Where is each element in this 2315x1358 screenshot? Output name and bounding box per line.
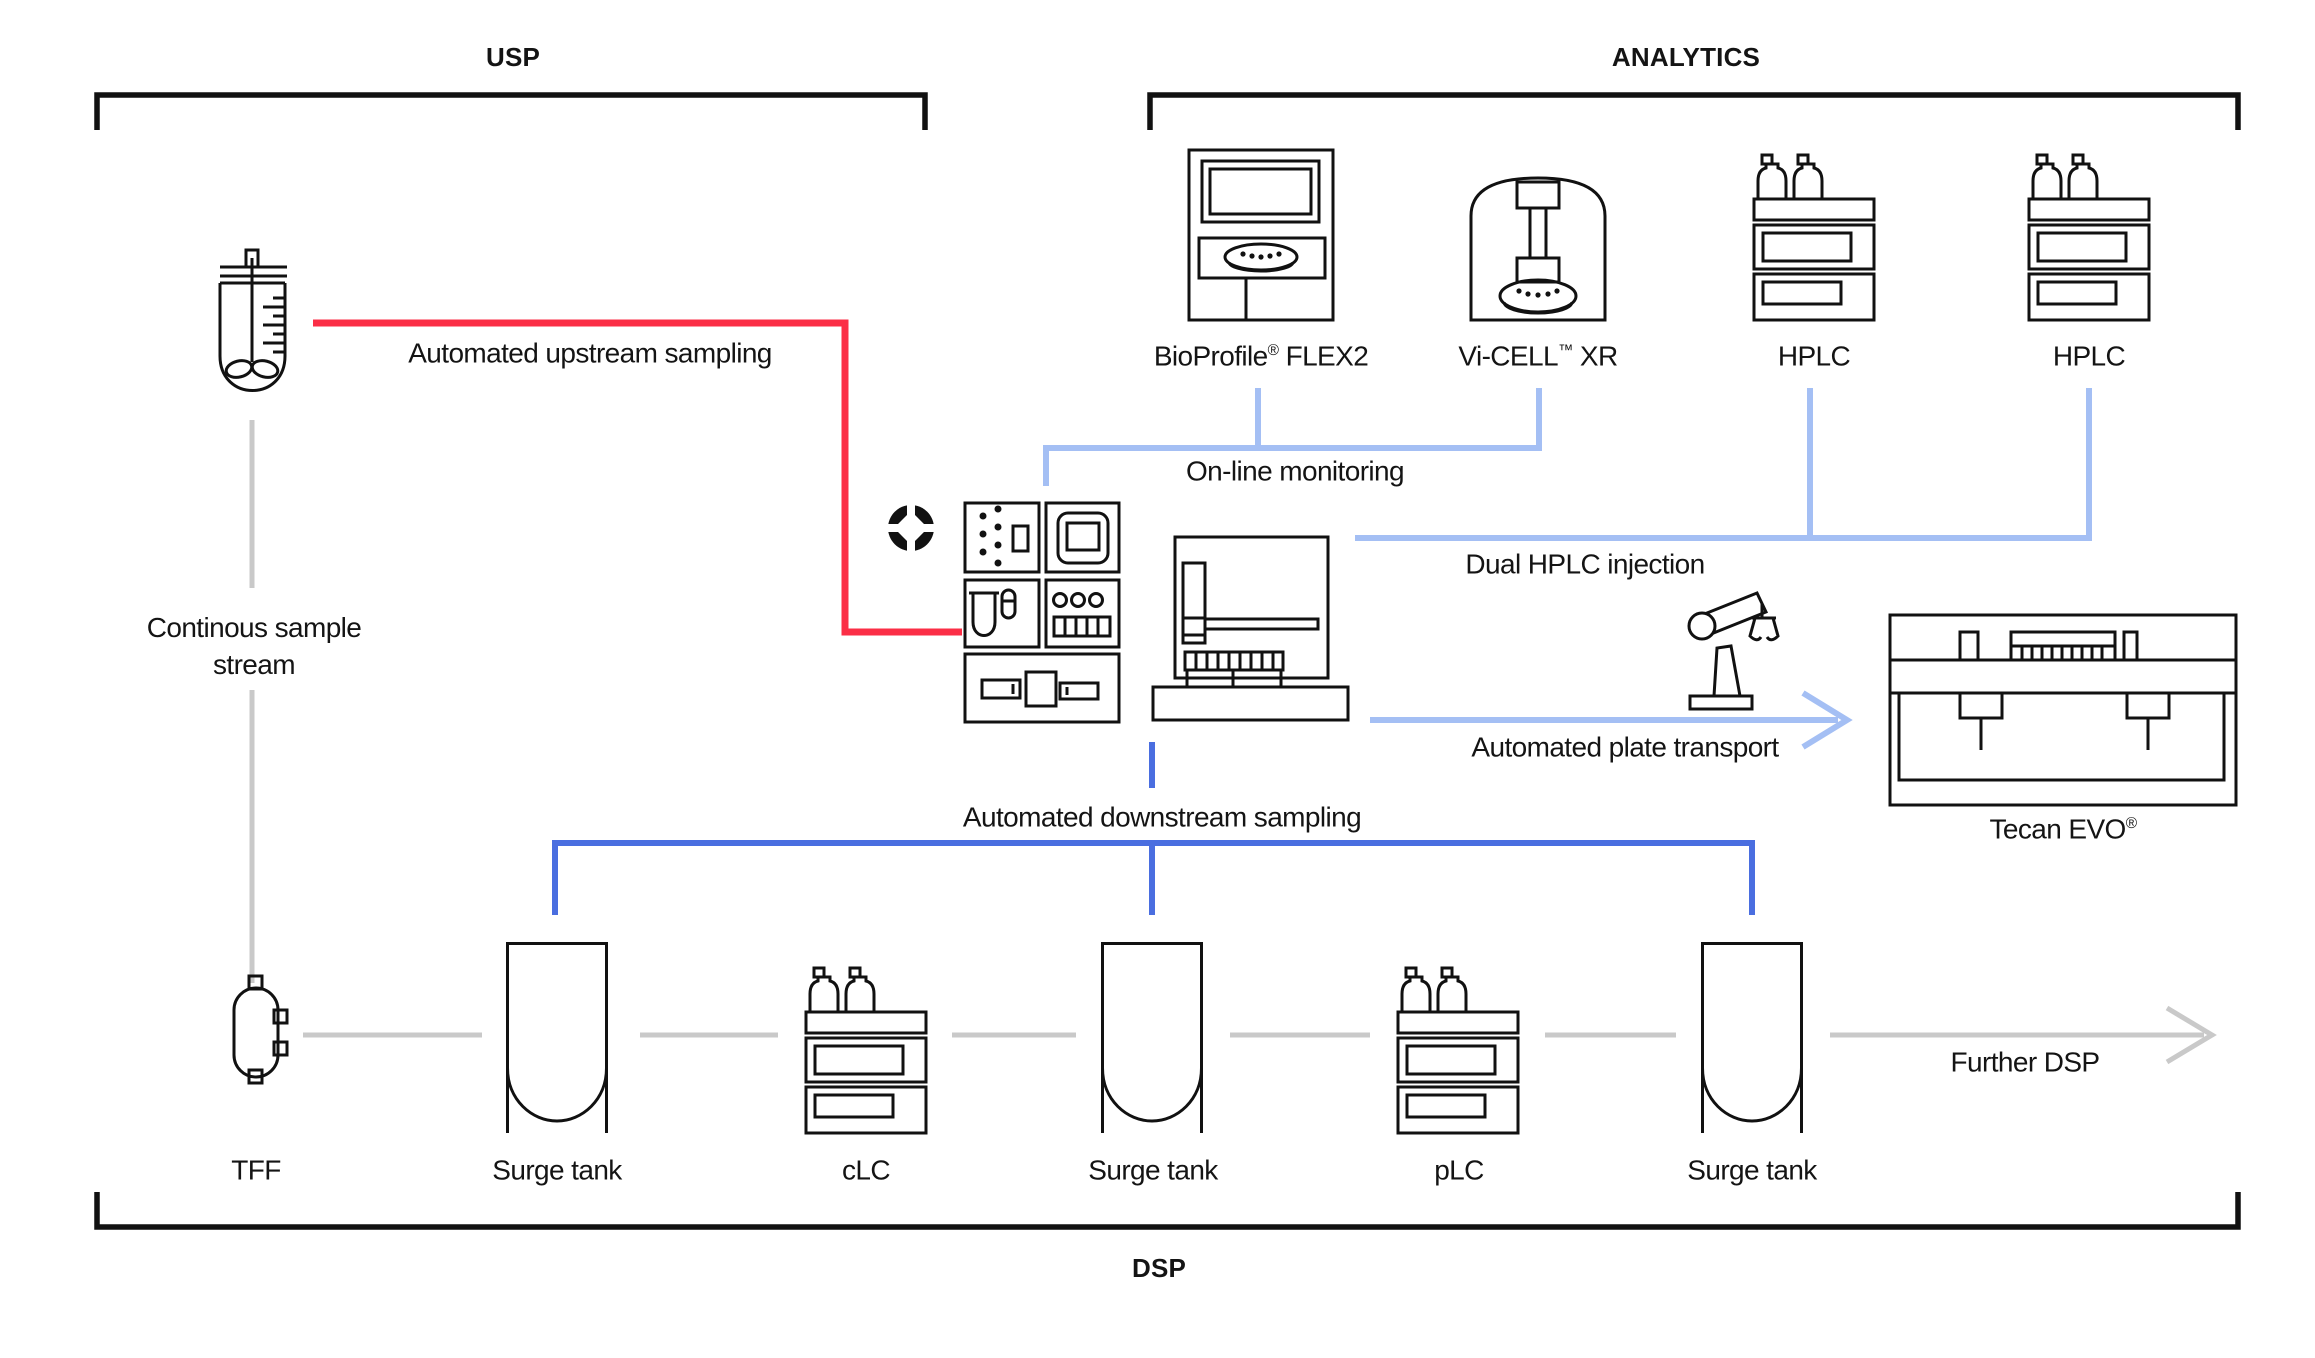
bioreactor-icon [218,248,287,392]
surge-tank-3-label: Surge tank [1687,1154,1817,1186]
robot-arm-icon [1687,591,1780,711]
analytics-section-label: ANALYTICS [1611,41,1761,72]
tecan-evo-icon [1888,613,2238,807]
dsp-bracket [94,1192,2241,1230]
tff-label: TFF [231,1154,281,1186]
continuous-sample-stream-line1: Continous sample [146,612,362,644]
upstream-sampling-label: Automated upstream sampling [408,337,772,369]
surge-tank-icon [1099,940,1205,1135]
vicell-tm-mark: ™ [1557,342,1573,360]
bioprofile-reg-mark: ® [1267,342,1279,360]
tecan-reg-mark: ® [2125,815,2137,833]
sampler-logo-icon [883,500,939,556]
tecan-evo-label: Tecan EVO® [1989,812,2138,849]
dsp-section-label: DSP [1131,1252,1187,1283]
continuous-sample-stream-line2: stream [213,649,296,680]
hplc1-label: HPLC [1777,340,1851,372]
plc-label: pLC [1434,1154,1484,1186]
tff-icon [232,974,289,1085]
surge-tank-2-label: Surge tank [1088,1154,1218,1186]
continuous-sample-stream-label: Continous sample stream [147,610,362,684]
hplc-icon [1752,153,1876,322]
plc-icon [1396,966,1520,1135]
usp-bracket [94,92,928,130]
online-monitoring-label: On-line monitoring [1186,455,1405,487]
clc-label: cLC [842,1154,891,1186]
surge-tank-icon [504,940,610,1135]
tecan-label-text: Tecan EVO [1989,813,2127,845]
bioprofile-label: BioProfile® FLEX2 [1153,339,1369,376]
upstream-sampling-line [313,319,962,636]
further-dsp-label: Further DSP [1950,1046,2101,1078]
downstream-sampling-label: Automated downstream sampling [962,801,1362,833]
plate-transport-arrow [1370,690,1853,750]
dual-hplc-injection-label: Dual HPLC injection [1465,548,1705,580]
surge-tank-1-label: Surge tank [492,1154,622,1186]
bioprofile-label-text: BioProfile [1153,340,1268,372]
usp-section-label: USP [485,41,541,72]
plate-transport-label: Automated plate transport [1471,731,1779,763]
bioprofile-label-suffix: FLEX2 [1278,340,1369,372]
online-monitoring-line [1043,388,1542,486]
hplc-icon [2027,153,2151,322]
analytics-bracket [1147,92,2241,130]
clc-icon [804,966,928,1135]
vicell-xr-icon [1469,176,1607,322]
sampling-module-icon [963,501,1121,724]
bioprofile-flex2-icon [1187,148,1335,322]
vicell-label-text: Vi-CELL [1458,340,1558,372]
hplc2-label: HPLC [2052,340,2126,372]
downstream-sampling-line [552,742,1755,915]
further-dsp-arrow [1830,1005,2217,1065]
vicell-label: Vi-CELL™ XR [1458,339,1618,376]
surge-tank-icon [1699,940,1805,1135]
dual-hplc-line [1355,388,2092,541]
vicell-label-suffix: XR [1572,340,1618,372]
autosampler-icon [1151,535,1350,722]
